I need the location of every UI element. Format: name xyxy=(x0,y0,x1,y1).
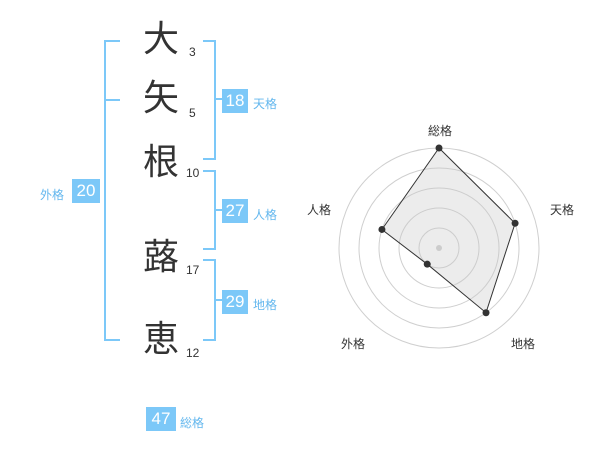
stroke-count-4: 17 xyxy=(186,263,200,277)
radar-ring-4 xyxy=(358,167,520,329)
radar-point-5 xyxy=(378,225,386,233)
radar-axis-tenkaku: 天格 xyxy=(550,203,575,217)
jinkaku-value: 27 xyxy=(222,199,248,223)
radar-axis-gaikaku: 外格 xyxy=(341,337,366,351)
stroke-count-5: 12 xyxy=(186,346,200,360)
name-char-1: 大 xyxy=(142,19,179,60)
radar-center-dot xyxy=(436,245,442,251)
radar-point-2 xyxy=(511,219,519,227)
stroke-count-2: 5 xyxy=(189,106,196,120)
name-char-4: 蕗 xyxy=(142,237,179,278)
radar-axis-soukaku: 総格 xyxy=(428,124,453,138)
soukaku-value: 47 xyxy=(146,407,176,431)
gaikaku-label: 外格 xyxy=(40,188,65,202)
radar-point-1 xyxy=(435,144,443,152)
radar-axis-chikaku: 地格 xyxy=(511,337,536,351)
gaikaku-value: 20 xyxy=(72,179,100,203)
radar-points xyxy=(378,144,519,317)
radar-axis-jinkaku: 人格 xyxy=(307,203,332,217)
radar-area xyxy=(381,147,516,314)
radar-ring-3 xyxy=(378,187,500,309)
radar-ring-1 xyxy=(418,227,460,269)
radar-point-4 xyxy=(423,260,431,268)
soukaku-label: 総格 xyxy=(180,416,205,430)
name-char-3: 根 xyxy=(142,142,179,183)
jinkaku-label: 人格 xyxy=(253,208,278,222)
radar-ring-2 xyxy=(398,207,480,289)
tenkaku-value: 18 xyxy=(222,89,248,113)
stroke-count-3: 10 xyxy=(186,166,200,180)
name-char-2: 矢 xyxy=(142,78,179,119)
chikaku-label: 地格 xyxy=(253,298,278,312)
stroke-count-1: 3 xyxy=(189,45,196,59)
tenkaku-label: 天格 xyxy=(253,97,278,111)
radar-point-3 xyxy=(482,309,490,317)
name-char-5: 恵 xyxy=(142,319,179,360)
chikaku-value: 29 xyxy=(222,290,248,314)
